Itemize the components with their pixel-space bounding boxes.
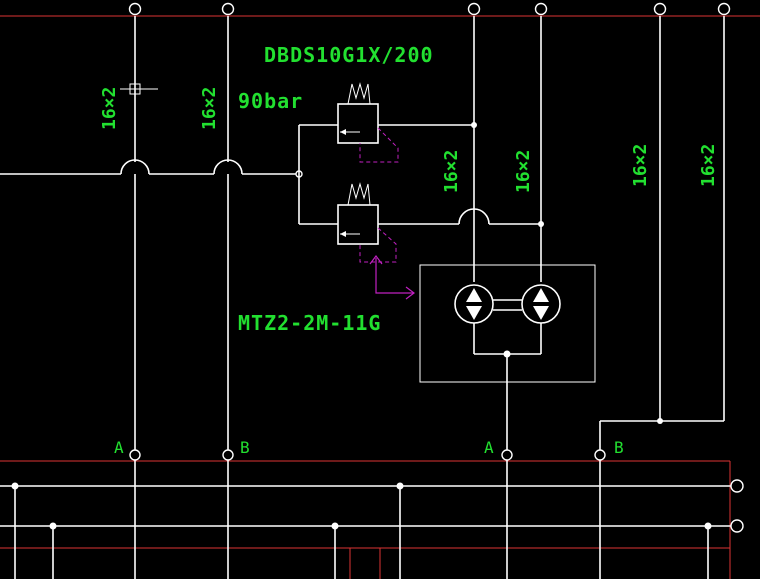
cursor-crosshair-icon [120,72,158,104]
pipe-size-label-3: 16×2 [441,150,462,193]
pipe-size-label-4: 16×2 [513,150,534,193]
pipe-size-label-6: 16×2 [698,144,719,187]
motor-supply-pipes [458,2,548,282]
pressure-label: 90bar [238,89,303,113]
horizontal-supply-line [0,170,303,178]
bottom-frame [0,460,731,579]
right-return-pipes [594,2,731,579]
bottom-manifold [0,479,744,579]
pipe-size-label-5: 16×2 [630,144,651,187]
hydraulic-motor-unit [419,264,596,579]
valve-model-label: DBDS10G1X/200 [264,43,434,67]
port-a-left-label: A [114,438,124,457]
pipe-size-label-2: 16×2 [199,87,220,130]
relief-valve-upper [337,82,474,163]
relief-valve-block [298,82,474,300]
port-b-right-label: B [614,438,624,457]
motor-model-label: MTZ2-2M-11G [238,311,381,335]
pipe-left-a [120,2,150,579]
relief-valve-lower [337,182,459,263]
pipe-size-label-1: 16×2 [99,87,120,130]
pipe-left-b [213,2,243,579]
port-a-right-label: A [484,438,494,457]
pilot-arrow-icon [369,255,415,300]
port-b-left-label: B [240,438,250,457]
